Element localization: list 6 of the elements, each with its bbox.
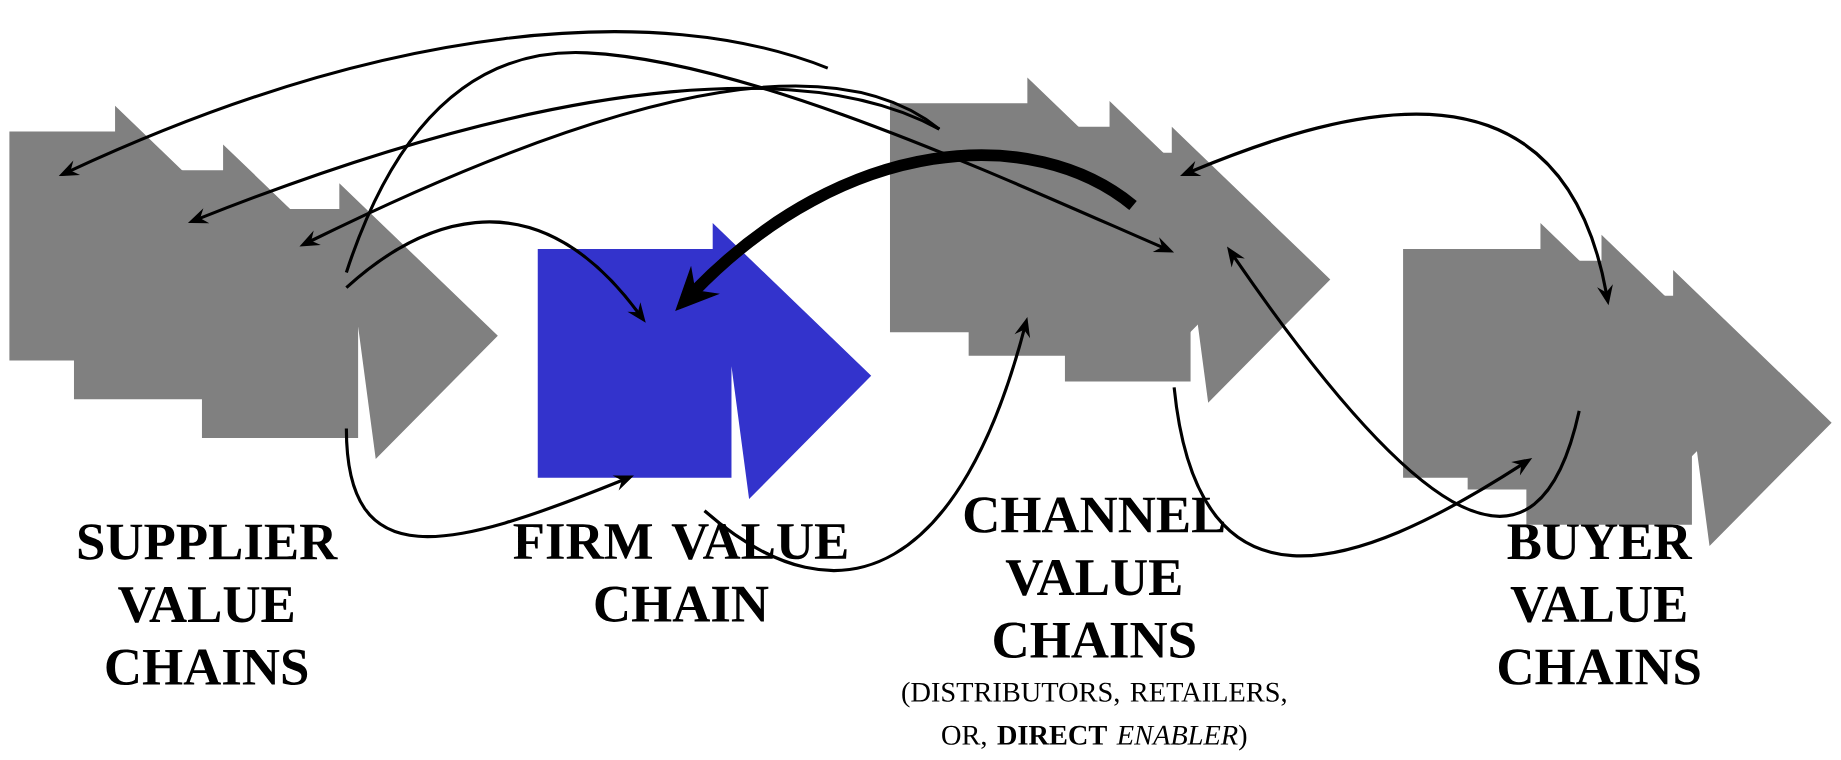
- chain-note: (DISTRIBUTORS, RETAILERS, OR, DIRECT ENABLER): [902, 681, 1286, 751]
- chain-label: BUYER VALUE CHAINS: [1499, 524, 1700, 685]
- value-chain-arrow: [537, 223, 872, 500]
- value-chain-stack: [9, 105, 498, 460]
- value-chain-stack: [890, 77, 1331, 403]
- chain-label: SUPPLIER VALUE CHAINS: [78, 524, 338, 686]
